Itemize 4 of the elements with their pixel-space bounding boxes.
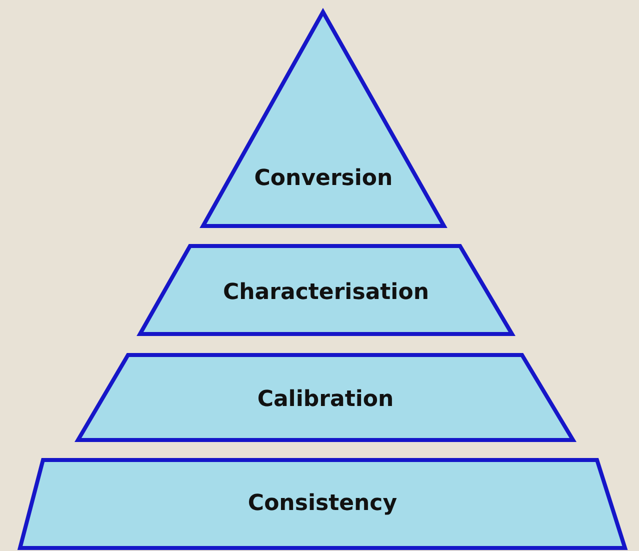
tier-label: Characterisation — [222, 280, 430, 305]
tier-label: Conversion — [253, 166, 394, 191]
tier-label: Calibration — [256, 387, 395, 412]
tier-label: Consistency — [246, 491, 398, 516]
